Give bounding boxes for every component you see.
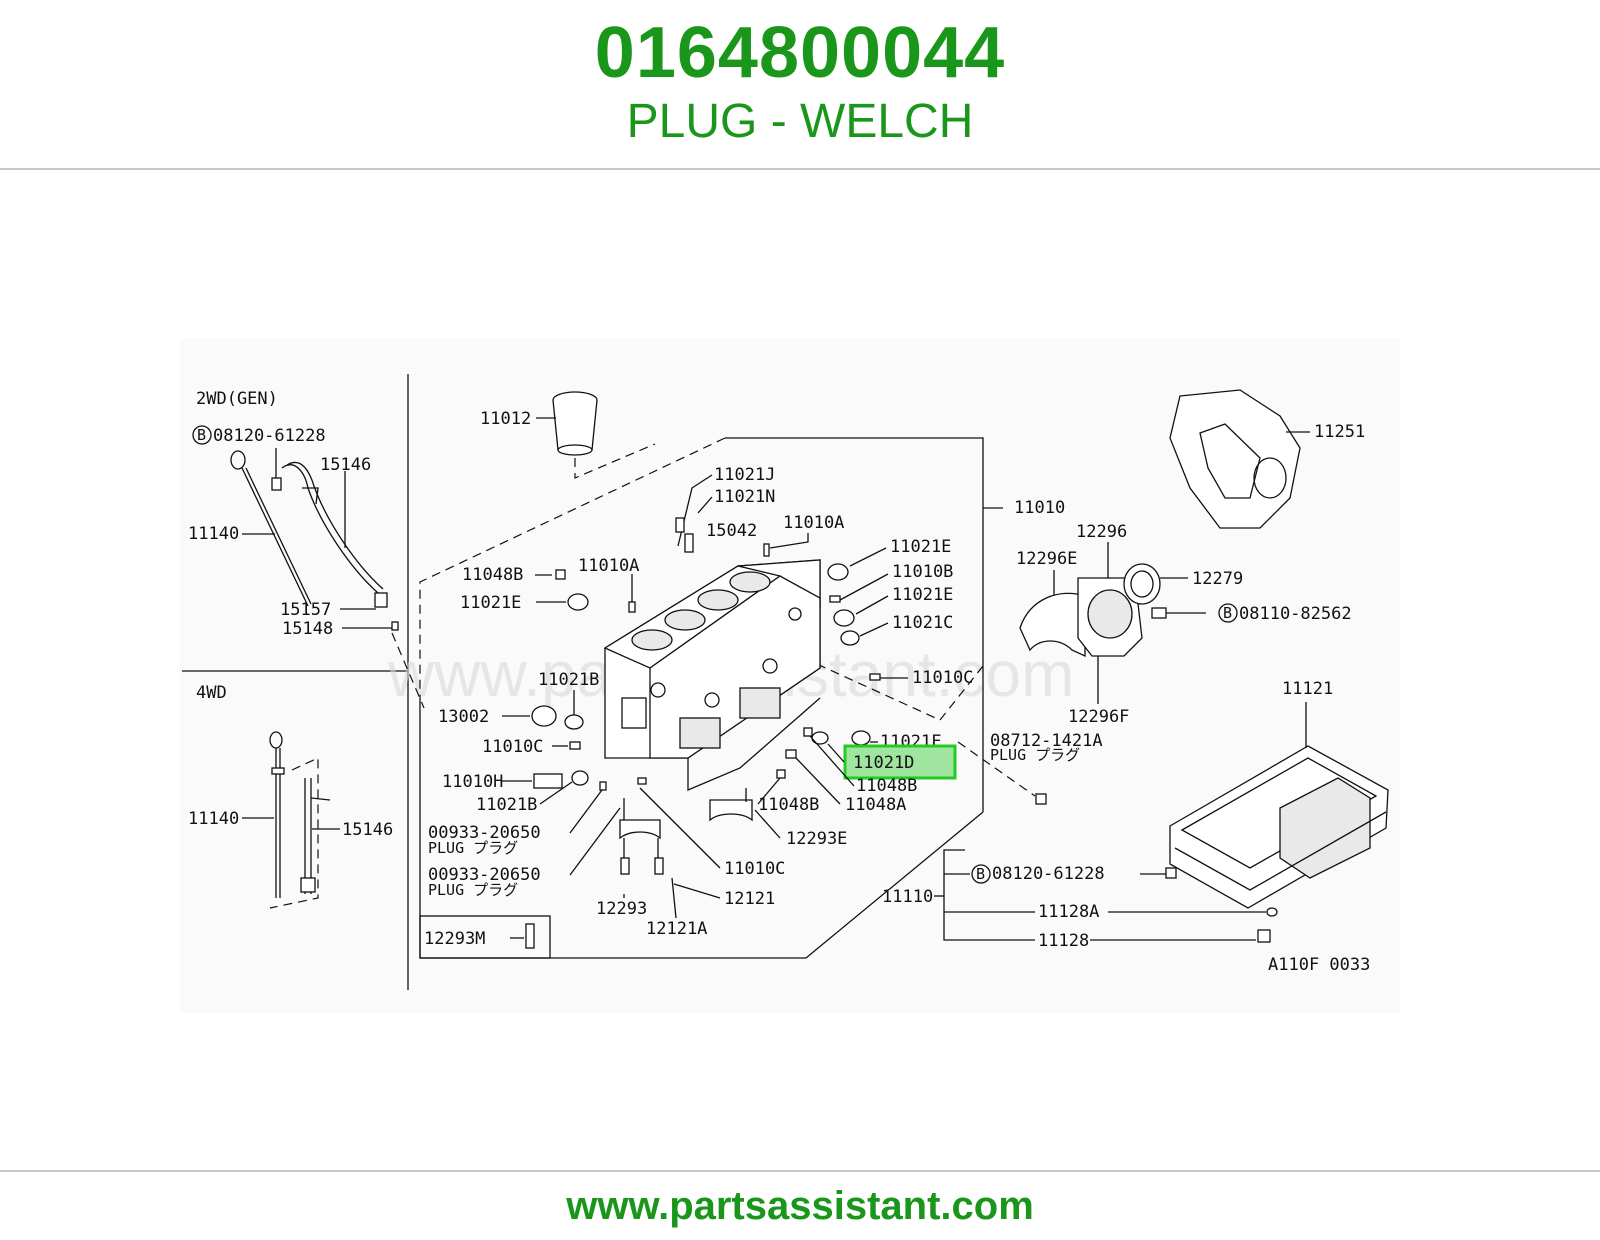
oil-seal-12279 [1123,563,1161,605]
part-name-subtitle: PLUG - WELCH [626,95,974,148]
footer-website-link[interactable]: www.partsassistant.com [566,1184,1034,1228]
label-12293M: 12293M [424,929,485,949]
label-11010H: 11010H [442,772,503,792]
dipstick-guide-2wd [281,462,388,608]
label-00933-20650-2: 00933-20650 [428,865,541,885]
label-11128: 11128 [1038,931,1089,951]
label-15157: 15157 [280,600,331,620]
bolt-mark-b-3: B [976,865,985,883]
dipstick-4wd [269,731,285,898]
label-11010B: 11010B [892,562,953,582]
label-12121A: 12121A [646,919,707,939]
label-11021B-top: 11021B [538,670,599,690]
label-11010C-bottom: 11010C [724,859,785,879]
label-11048B-right: 11048B [856,776,917,796]
label-11021E-r2: 11021E [892,585,953,605]
label-11010A-right: 11010A [783,513,844,533]
label-15146-bottom: 15146 [342,820,393,840]
rear-plate-11251 [1169,389,1301,529]
label-13002: 13002 [438,707,489,727]
bolt-mark-icon [192,425,212,445]
label-12121: 12121 [724,889,775,909]
label-11010: 11010 [1014,498,1065,518]
dipstick-guide-4wd [269,757,331,909]
label-08110-82562: 08110-82562 [1239,604,1352,624]
label-11021N: 11021N [714,487,775,507]
bolt-mark-b: B [197,426,206,444]
label-11128A: 11128A [1038,902,1099,922]
page-header: 0164800044 PLUG - WELCH [0,0,1600,170]
label-08120-61228-top: 08120-61228 [213,426,326,446]
diagram-code: A110F 0033 [1268,955,1370,975]
label-plug-3: PLUG プラグ [990,746,1080,764]
box-12293M [419,915,551,959]
label-11010A-left: 11010A [578,556,639,576]
label-11110: 11110 [882,887,933,907]
oil-pan-11121 [1169,745,1389,909]
label-12279: 12279 [1192,569,1243,589]
label-11048B-left: 11048B [462,565,523,585]
label-08712-1421A: 08712-1421A [990,731,1103,751]
label-4wd: 4WD [196,683,227,703]
engine-block [603,559,821,791]
label-12296E: 12296E [1016,549,1077,569]
label-11048A: 11048A [845,795,906,815]
header-divider [0,168,1600,170]
bearing-cap-right [709,788,753,822]
label-15042: 15042 [706,521,757,541]
footer-divider [0,1170,1600,1172]
label-11021B-bottom: 11021B [476,795,537,815]
bearing-cap-left [619,798,661,858]
label-2wd-gen: 2WD(GEN) [196,389,278,409]
label-08120-61228-bottom: 08120-61228 [992,864,1105,884]
label-11021C: 11021C [892,613,953,633]
bolt-mark-b-2: B [1223,604,1232,622]
parts-diagram: www.partsassistant.com 2WD(GEN) B 08120-… [180,338,1400,1013]
label-11140-bottom: 11140 [188,809,239,829]
label-12296: 12296 [1076,522,1127,542]
parts-diagram-svg: www.partsassistant.com 2WD(GEN) B 08120-… [180,338,1400,1013]
bolt-part [271,477,282,491]
bolt-mark-icon-3 [971,864,991,884]
label-12293: 12293 [596,899,647,919]
label-11021E-r1: 11021E [890,537,951,557]
label-plug-1: PLUG プラグ [428,839,518,857]
label-11140-top: 11140 [188,524,239,544]
part-number-title: 0164800044 [594,13,1006,93]
label-11251: 11251 [1314,422,1365,442]
label-11012: 11012 [480,409,531,429]
label-00933-20650-1: 00933-20650 [428,823,541,843]
label-11010C-left: 11010C [482,737,543,757]
label-11121: 11121 [1282,679,1333,699]
label-11010C-right: 11010C [912,668,973,688]
label-11021D: 11021D [853,753,914,773]
rear-seal-retainer [1019,577,1143,658]
label-15146-top: 15146 [320,455,371,475]
label-15148: 15148 [282,619,333,639]
bolt-mark-icon-2 [1218,603,1238,623]
label-12296F: 12296F [1068,707,1129,727]
block-frame [725,437,984,812]
label-11048B-mid: 11048B [758,795,819,815]
dipstick-2wd [230,450,312,607]
cylinder-liner-11012 [552,391,598,456]
highlight-11021D[interactable]: 11021D [843,744,957,780]
label-11021J: 11021J [714,465,775,485]
label-11021E-left: 11021E [460,593,521,613]
label-12293E: 12293E [786,829,847,849]
label-plug-2: PLUG プラグ [428,881,518,899]
